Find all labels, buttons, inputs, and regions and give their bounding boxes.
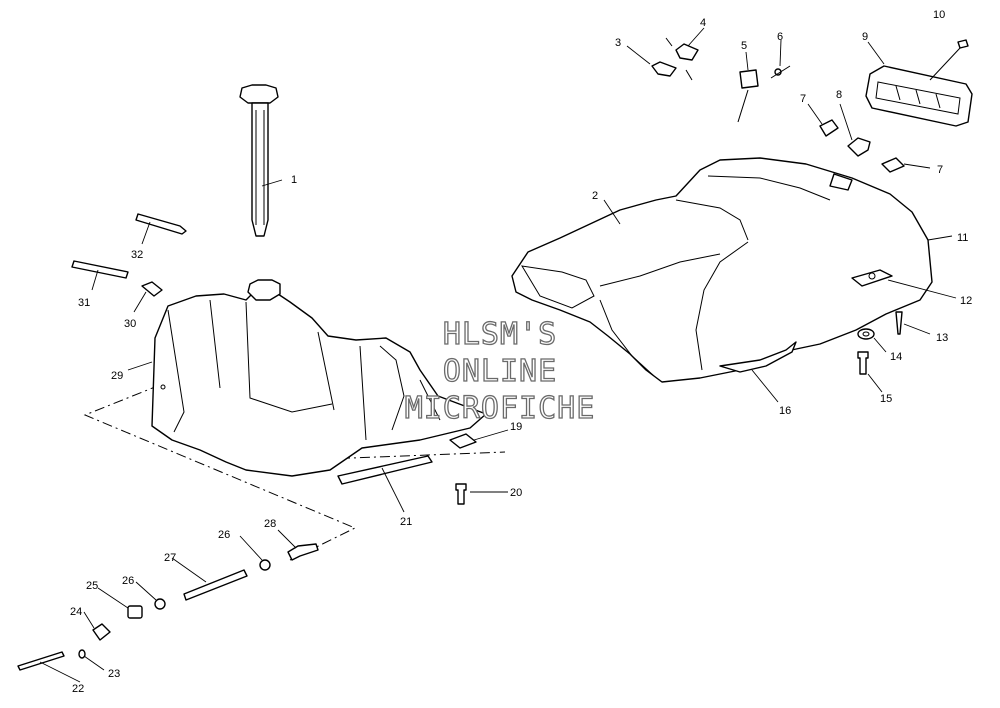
callout-19: 19	[510, 421, 522, 433]
callout-32: 32	[131, 249, 143, 261]
strip-part-21	[337, 455, 433, 485]
callout-21: 21	[400, 516, 412, 528]
callout-6: 6	[777, 31, 783, 43]
rod-part-22	[17, 651, 65, 671]
fitting-part-30	[141, 281, 163, 297]
fitting-part-24	[92, 623, 111, 641]
screw-part-10	[929, 39, 969, 81]
washer-part-14	[857, 328, 875, 340]
callout-10: 10	[933, 9, 945, 21]
bulb-part-7-right	[881, 157, 905, 173]
callout-7-right: 7	[937, 164, 943, 176]
bushing-part-26-upper	[259, 559, 271, 571]
callout-25: 25	[86, 580, 98, 592]
clamp-part-23	[78, 649, 86, 659]
callout-14: 14	[890, 351, 902, 363]
callout-16: 16	[779, 405, 791, 417]
watermark-line-1: HLSM'S	[443, 317, 557, 352]
watermark-line-3: MICROFICHE	[405, 391, 596, 426]
callout-28: 28	[264, 518, 276, 530]
callout-11: 11	[957, 232, 968, 244]
callout-22: 22	[72, 683, 84, 695]
callout-4: 4	[700, 17, 706, 29]
callout-26-upper: 26	[218, 529, 230, 541]
callout-31: 31	[78, 297, 90, 309]
nut-part-25	[127, 605, 143, 619]
callout-13: 13	[936, 332, 948, 344]
callout-labels: 1 2 3 4 5 6 7 7 8 9 10 11 12 13 14 15 16…	[70, 9, 972, 695]
tube-part-31	[71, 260, 129, 279]
strap-part-16	[719, 341, 797, 373]
watermark-line-2: ONLINE	[443, 354, 557, 389]
rod-part-32	[135, 213, 187, 235]
bulb-part-8	[847, 137, 871, 157]
plate-part-4	[665, 37, 699, 81]
callout-24: 24	[70, 606, 82, 618]
callout-5: 5	[741, 40, 747, 52]
screw-part-6	[770, 65, 791, 79]
badge-part-12	[851, 269, 893, 287]
bolt-part-15	[857, 351, 869, 375]
callout-26-lower: 26	[122, 575, 134, 587]
filler-neck-part	[239, 84, 279, 237]
callout-23: 23	[108, 668, 120, 680]
callout-3: 3	[615, 37, 621, 49]
fuel-tank-part	[151, 279, 487, 477]
callout-2: 2	[592, 190, 598, 202]
bolt-part-20	[455, 483, 467, 505]
callout-9: 9	[862, 31, 868, 43]
callout-7-upper: 7	[800, 93, 806, 105]
callout-15: 15	[880, 393, 892, 405]
rivet-part-13	[895, 311, 903, 335]
bracket-part-5	[737, 69, 759, 123]
callout-20: 20	[510, 487, 522, 499]
bushing-part-26-lower	[154, 598, 166, 610]
seat-part	[511, 157, 933, 383]
callout-1: 1	[291, 174, 297, 186]
callout-30: 30	[124, 318, 136, 330]
fitting-part-28	[287, 543, 319, 561]
plate-part-3	[651, 61, 677, 77]
tube-part-27	[183, 569, 248, 601]
callout-27: 27	[164, 552, 176, 564]
pad-part-19	[449, 433, 477, 449]
bulb-part-7-upper	[819, 119, 839, 137]
callout-29: 29	[111, 370, 123, 382]
watermark: HLSM'S ONLINE MICROFICHE	[404, 316, 596, 426]
taillight-part-9	[865, 65, 973, 127]
callout-8: 8	[836, 89, 842, 101]
callout-12: 12	[960, 295, 972, 307]
leader-lines	[39, 27, 957, 683]
